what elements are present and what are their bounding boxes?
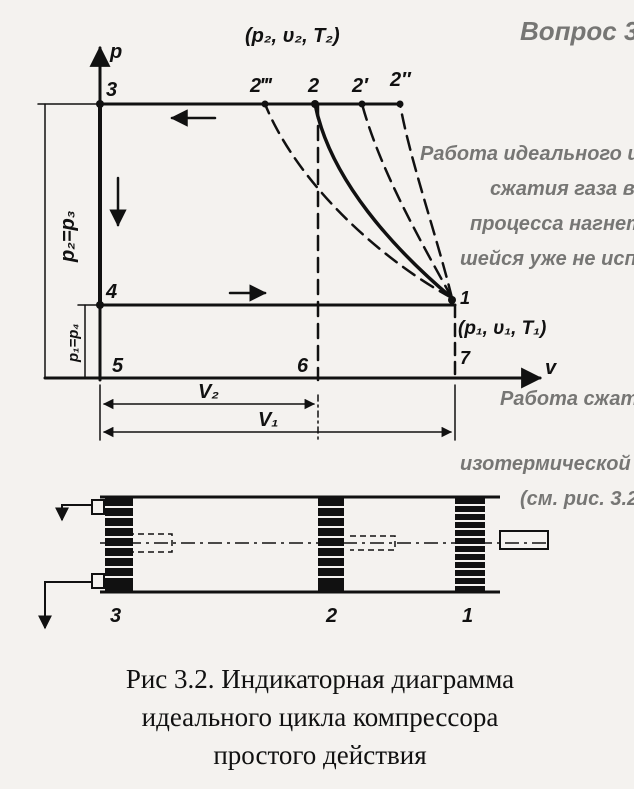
piston-rod bbox=[499, 530, 549, 550]
caption-line-2: идеального цикла компрессора bbox=[141, 702, 499, 732]
point-2ppp bbox=[261, 100, 269, 108]
svg-text:сжатия газа в цилиндре: сжатия газа в цилиндре bbox=[490, 178, 634, 200]
valve-bottom bbox=[91, 573, 105, 589]
indicator-diagram: Вопрос 3.3. Работа на сжа Работа идеальн… bbox=[37, 16, 634, 630]
point-4 bbox=[96, 301, 104, 309]
point-1 bbox=[448, 296, 456, 304]
label-2: 2 bbox=[307, 75, 319, 97]
dim-v2-label: V₂ bbox=[198, 381, 219, 403]
caption-line-3: простого действия bbox=[213, 740, 427, 770]
valve-top bbox=[91, 499, 105, 515]
point-3 bbox=[96, 100, 104, 108]
svg-text:Работа идеального цикла компр: Работа идеального цикла компр bbox=[420, 143, 634, 165]
svg-text:Вопрос 3.3. Работа на сжа: Вопрос 3.3. Работа на сжа bbox=[520, 16, 634, 46]
svg-text:процесса нагнетания работы: процесса нагнетания работы bbox=[470, 213, 634, 235]
state-low-label: (p₁, υ₁, T₁) bbox=[458, 318, 546, 339]
svg-text:(см. рис. 3.2): (см. рис. 3.2) bbox=[520, 488, 634, 510]
point-2 bbox=[311, 100, 319, 108]
label-7: 7 bbox=[460, 348, 471, 368]
label-3: 3 bbox=[106, 79, 117, 101]
label-2ppp: 2‴ bbox=[249, 75, 273, 97]
label-4: 4 bbox=[105, 281, 117, 303]
discharge-pipe bbox=[61, 504, 92, 512]
dim-v1-label: V₁ bbox=[258, 409, 278, 431]
point-2p bbox=[358, 100, 366, 108]
rod-outline-dashed bbox=[350, 535, 396, 551]
bleed-through-text: Вопрос 3.3. Работа на сжа Работа идеальн… bbox=[420, 16, 634, 510]
svg-text:Работа сжатия газа: Работа сжатия газа bbox=[500, 388, 634, 410]
svg-text:шейся уже не используемой: шейся уже не используемой bbox=[460, 248, 634, 270]
axis-v-label: v bbox=[545, 357, 558, 379]
caption-line-1: Рис 3.2. Индикаторная диаграмма bbox=[125, 664, 515, 694]
piston-position-2 bbox=[318, 497, 344, 592]
piston-outline-dashed bbox=[108, 533, 173, 553]
piston-position-1 bbox=[455, 497, 485, 592]
suction-pipe bbox=[38, 581, 92, 630]
label-5: 5 bbox=[112, 355, 124, 377]
label-2p: 2′ bbox=[351, 75, 369, 97]
svg-text:изотермической диаграммы: изотермической диаграммы bbox=[460, 453, 634, 475]
label-6: 6 bbox=[297, 355, 309, 377]
adiabat-1-2 bbox=[313, 102, 454, 300]
point-2pp bbox=[396, 100, 404, 108]
piston-1-label: 1 bbox=[462, 605, 473, 627]
label-1: 1 bbox=[460, 288, 470, 308]
piston-position-3 bbox=[105, 497, 133, 592]
dim-p2p3-label: p₂=p₃ bbox=[57, 210, 79, 263]
axis-p-label: p bbox=[109, 41, 122, 63]
piston-3-label: 3 bbox=[110, 605, 121, 627]
isotherm-1-2ppp bbox=[263, 102, 454, 300]
label-2pp: 2″ bbox=[389, 69, 412, 91]
dim-p1p4-label: p₁=p₄ bbox=[65, 324, 82, 363]
state-high-label: (p₂, υ₂, T₂) bbox=[245, 25, 340, 47]
curve-1-2p bbox=[360, 102, 454, 300]
piston-2-label: 2 bbox=[325, 605, 337, 627]
figure-caption: Рис 3.2. Индикаторная диаграмма идеально… bbox=[40, 660, 600, 774]
curve-1-2pp bbox=[398, 102, 454, 300]
